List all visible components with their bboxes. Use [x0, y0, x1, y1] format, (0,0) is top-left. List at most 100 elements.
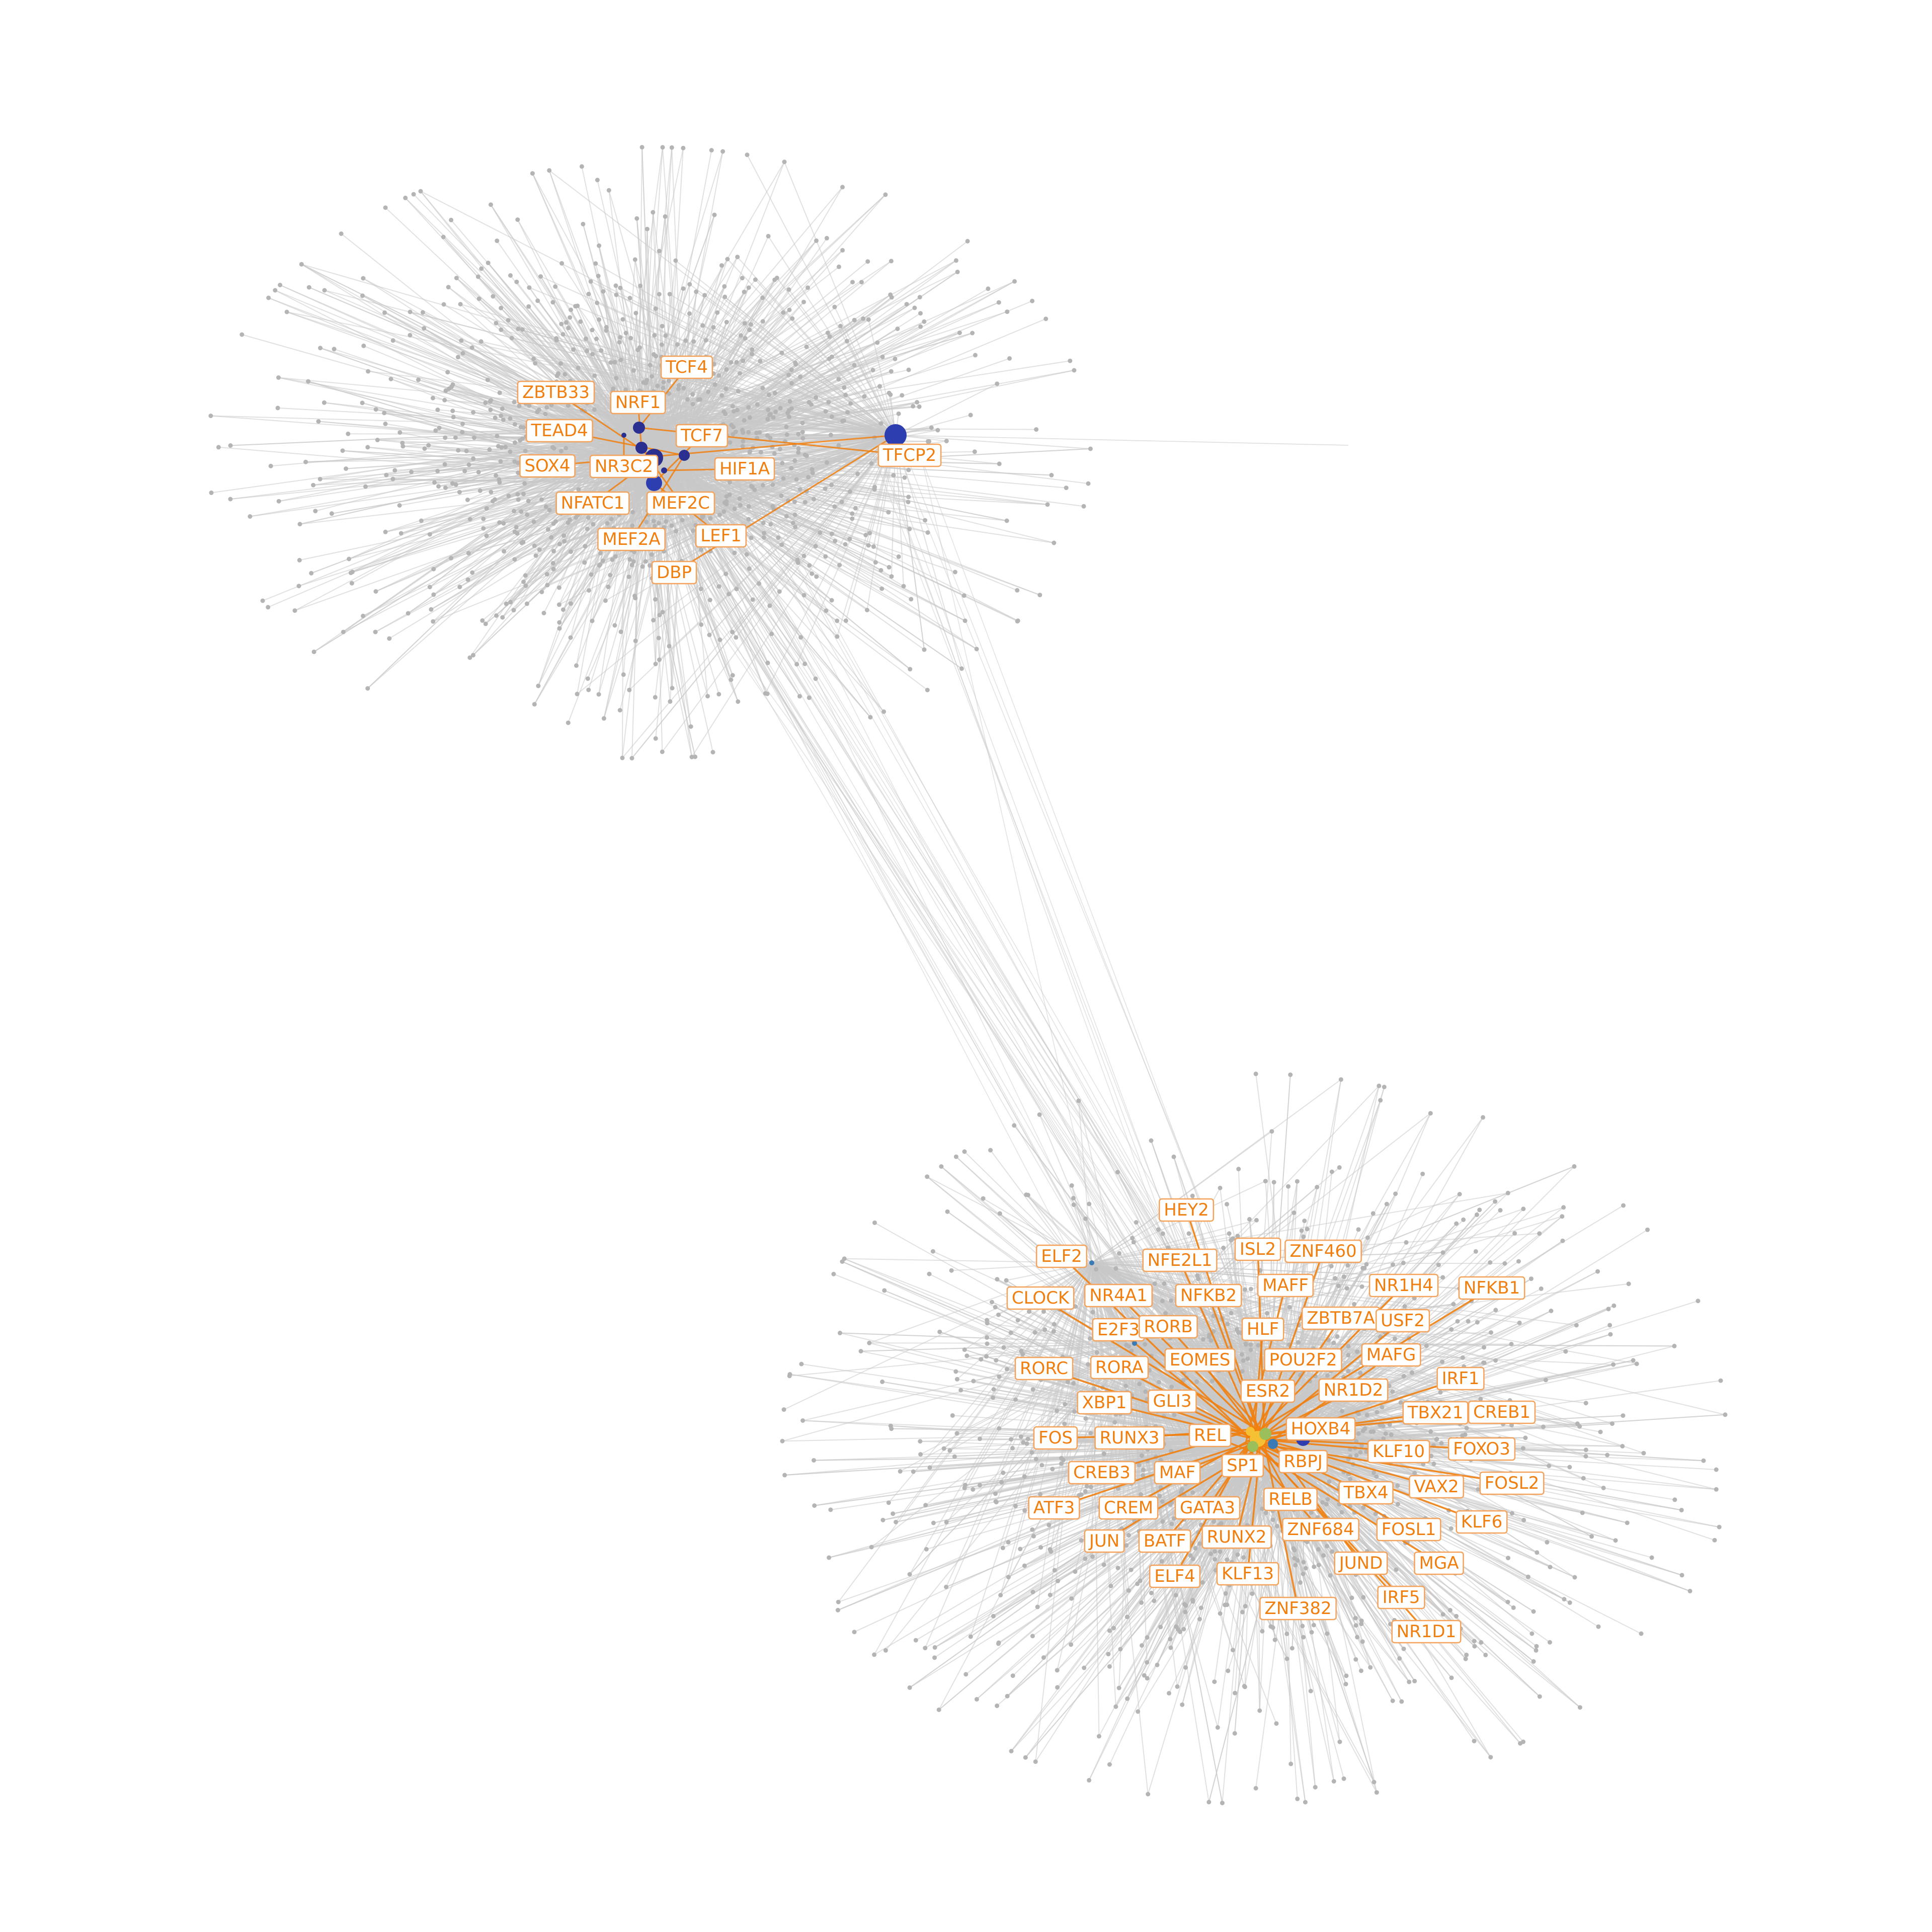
leaf-node — [499, 305, 504, 310]
leaf-node — [471, 653, 475, 658]
leaf-node — [586, 291, 591, 296]
leaf-node — [431, 619, 436, 624]
leaf-node — [786, 372, 791, 377]
leaf-node — [465, 577, 470, 582]
leaf-node — [742, 418, 747, 423]
graph-edge — [620, 287, 896, 436]
leaf-node — [753, 277, 758, 282]
leaf-node — [557, 620, 562, 625]
graph-edge — [895, 435, 1349, 446]
leaf-node — [523, 583, 528, 588]
leaf-node — [604, 328, 609, 333]
leaf-node — [793, 360, 798, 365]
leaf-node — [561, 533, 567, 538]
leaf-node — [797, 694, 802, 699]
leaf-node — [782, 159, 787, 165]
leaf-node — [524, 601, 529, 606]
graph-edge — [1285, 1454, 1457, 1617]
leaf-node — [599, 348, 604, 353]
leaf-node — [620, 755, 625, 760]
graph-edge — [210, 415, 642, 448]
leaf-node — [633, 638, 638, 643]
leaf-node — [748, 322, 753, 327]
leaf-node — [373, 629, 378, 634]
leaf-node — [814, 395, 819, 400]
leaf-node — [760, 319, 765, 324]
leaf-node — [470, 570, 475, 575]
leaf-node — [850, 511, 855, 516]
leaf-node — [893, 356, 898, 361]
leaf-node — [891, 473, 896, 478]
leaf-node — [907, 527, 912, 531]
leaf-node — [749, 484, 754, 489]
leaf-node — [634, 216, 639, 221]
leaf-node — [464, 448, 469, 453]
leaf-node — [559, 449, 564, 454]
graph-edge — [927, 1176, 1135, 1344]
leaf-node — [588, 279, 593, 284]
leaf-node — [515, 217, 520, 222]
graph-edge — [638, 409, 768, 428]
leaf-node — [586, 515, 591, 520]
leaf-node — [722, 284, 727, 289]
leaf-node — [1081, 504, 1086, 509]
leaf-node — [670, 686, 675, 691]
leaf-node — [652, 523, 657, 528]
graph-edge — [622, 318, 896, 436]
leaf-node — [766, 392, 771, 397]
leaf-node — [1005, 309, 1010, 314]
graph-edge — [473, 447, 642, 459]
leaf-node — [698, 587, 703, 591]
leaf-node — [260, 598, 265, 603]
leaf-node — [442, 397, 447, 403]
graph-edge — [1303, 1345, 1675, 1439]
graph-edge — [869, 1262, 1092, 1344]
leaf-node — [299, 262, 304, 267]
leaf-node — [900, 393, 905, 398]
leaf-node — [476, 469, 481, 474]
leaf-node — [435, 408, 440, 412]
leaf-node — [556, 585, 561, 590]
leaf-node — [422, 326, 427, 331]
leaf-node — [535, 298, 540, 303]
leaf-node — [880, 354, 885, 359]
graph-edge — [286, 311, 896, 436]
leaf-node — [494, 613, 499, 618]
graph-edge — [1303, 1233, 1515, 1439]
graph-edge — [784, 1433, 1266, 1476]
leaf-node — [652, 352, 656, 357]
leaf-node — [681, 145, 686, 150]
leaf-node — [427, 585, 432, 590]
leaf-node — [533, 361, 538, 366]
leaf-node — [411, 192, 416, 197]
leaf-node — [445, 370, 450, 375]
leaf-node — [361, 343, 366, 348]
graph-edge — [638, 352, 782, 428]
leaf-node — [483, 621, 488, 626]
leaf-node — [664, 519, 669, 524]
leaf-node — [494, 473, 499, 478]
graph-edge — [549, 170, 896, 436]
leaf-node — [794, 662, 799, 667]
leaf-node — [712, 382, 717, 387]
leaf-node — [926, 439, 930, 444]
leaf-node — [829, 482, 834, 488]
leaf-node — [778, 406, 783, 411]
leaf-node — [889, 369, 894, 374]
leaf-node — [515, 492, 520, 497]
graph-edge — [945, 1262, 1092, 1587]
leaf-node — [618, 335, 623, 340]
leaf-node — [641, 380, 646, 385]
leaf-node — [748, 449, 753, 454]
leaf-node — [447, 386, 451, 391]
graph-edge — [909, 1262, 1092, 1575]
leaf-node — [512, 399, 517, 405]
leaf-node — [761, 535, 766, 540]
leaf-node — [644, 519, 649, 524]
leaf-node — [653, 306, 658, 311]
leaf-node — [767, 603, 772, 608]
leaf-node — [732, 409, 736, 414]
leaf-node — [878, 568, 883, 573]
leaf-node — [631, 368, 636, 373]
leaf-node — [416, 377, 421, 382]
